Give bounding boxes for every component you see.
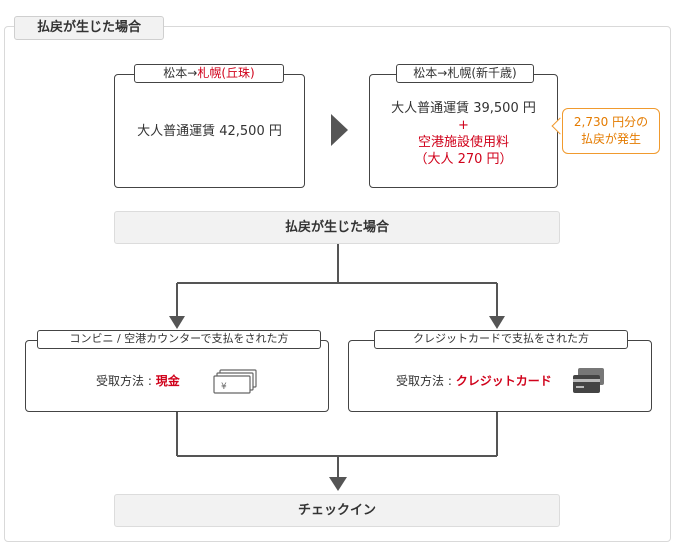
svg-text:¥: ¥	[221, 382, 227, 392]
method-card-title: クレジットカードで支払をされた方	[374, 330, 628, 349]
method-cash-value: 現金	[155, 374, 180, 388]
section-frame	[4, 26, 671, 542]
airport-fee-name: 空港施設使用料	[417, 135, 509, 150]
route-before-label: 松本→札幌(丘珠)	[134, 64, 284, 83]
route-after-fare: 大人普通運賃 39,500 円	[391, 101, 536, 116]
arrowhead-left	[169, 316, 185, 329]
method-card-label: 受取方法 :	[396, 374, 456, 388]
airport-fee-amount: （大人 270 円）	[414, 152, 513, 167]
method-cash-title: コンビニ / 空港カウンターで支払をされた方	[37, 330, 321, 349]
arrowhead-right	[489, 316, 505, 329]
step-checkin: チェックイン	[114, 494, 560, 527]
route-before-fare: 大人普通運賃 42,500 円	[137, 124, 282, 139]
route-before-box	[114, 74, 305, 188]
step-refund: 払戻が生じた場合	[114, 211, 560, 244]
arrowhead-checkin	[329, 477, 347, 491]
cash-icon: ¥	[213, 369, 257, 394]
section-title: 払戻が生じた場合	[14, 16, 164, 40]
method-cash-label: 受取方法 :	[96, 374, 156, 388]
method-card-value: クレジットカード	[455, 374, 552, 388]
method-card-text: 受取方法 : クレジットカード	[396, 372, 552, 389]
credit-card-icon	[573, 368, 604, 393]
plus-sign: +	[458, 118, 469, 133]
method-cash-box	[25, 340, 329, 412]
refund-callout-amount: 2,730 円分の	[573, 115, 649, 129]
refund-callout: 2,730 円分の 払戻が発生	[562, 108, 660, 154]
route-after-fare-block: 大人普通運賃 39,500 円 + 空港施設使用料 （大人 270 円）	[369, 100, 558, 168]
route-before-destination: 札幌(丘珠)	[197, 66, 255, 80]
refund-callout-text: 払戻が発生	[580, 132, 641, 146]
route-after-label: 松本→札幌(新千歳)	[396, 64, 534, 83]
route-before-origin: 松本→	[163, 66, 198, 80]
method-cash-text: 受取方法 : 現金	[96, 372, 180, 389]
arrow-right-icon	[331, 114, 348, 146]
